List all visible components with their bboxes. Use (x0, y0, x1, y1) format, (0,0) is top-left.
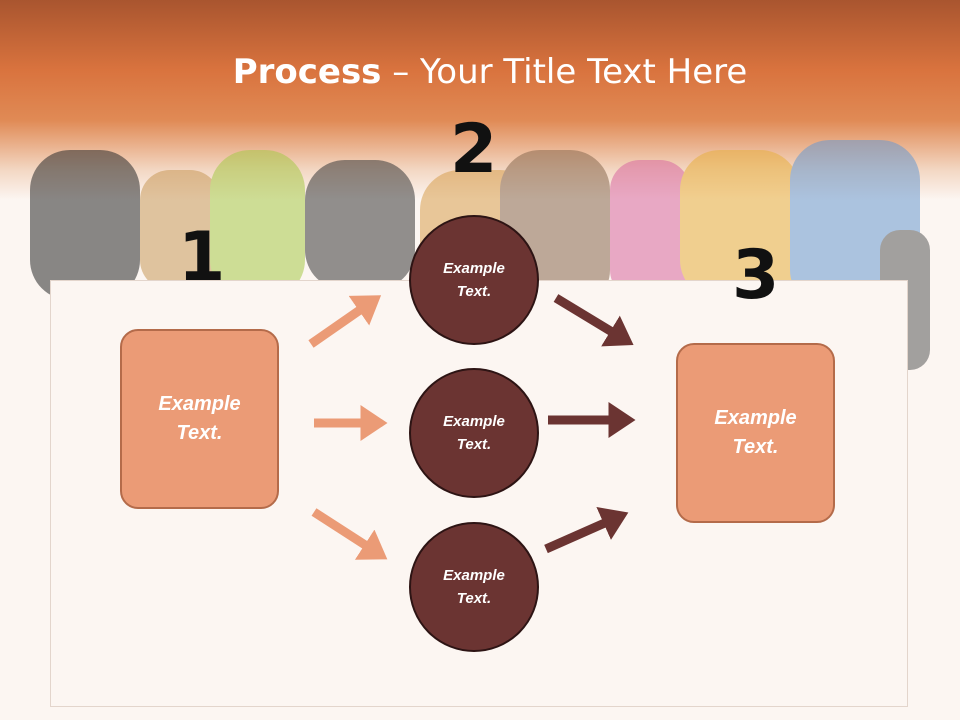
title-bold: Process (232, 52, 382, 92)
circle-top-line1: Example (443, 260, 505, 277)
arrow-bottom-to-right (544, 507, 629, 554)
left-box-line1: Example (158, 393, 241, 415)
right-box-line1: Example (714, 407, 797, 429)
circle-top-line2: Text. (456, 283, 492, 300)
arrow-box-to-top (308, 295, 382, 348)
left-box-line2: Text. (176, 422, 223, 444)
arrow-box-to-bottom (311, 508, 388, 560)
circle-middle-line1: Example (443, 413, 505, 430)
slide-title: Process – Your Title Text Here (0, 52, 960, 92)
step-number-1: 1 (178, 218, 226, 297)
right-box-line2: Text. (732, 436, 779, 458)
circle-bottom-line2: Text. (456, 590, 492, 607)
title-rest: – Your Title Text Here (381, 52, 748, 92)
arrow-top-to-right (553, 294, 634, 347)
circle-bottom-line1: Example (443, 567, 505, 584)
circle-middle-line2: Text. (456, 436, 492, 453)
step-number-2: 2 (450, 110, 498, 189)
step-number-3: 3 (732, 236, 780, 315)
